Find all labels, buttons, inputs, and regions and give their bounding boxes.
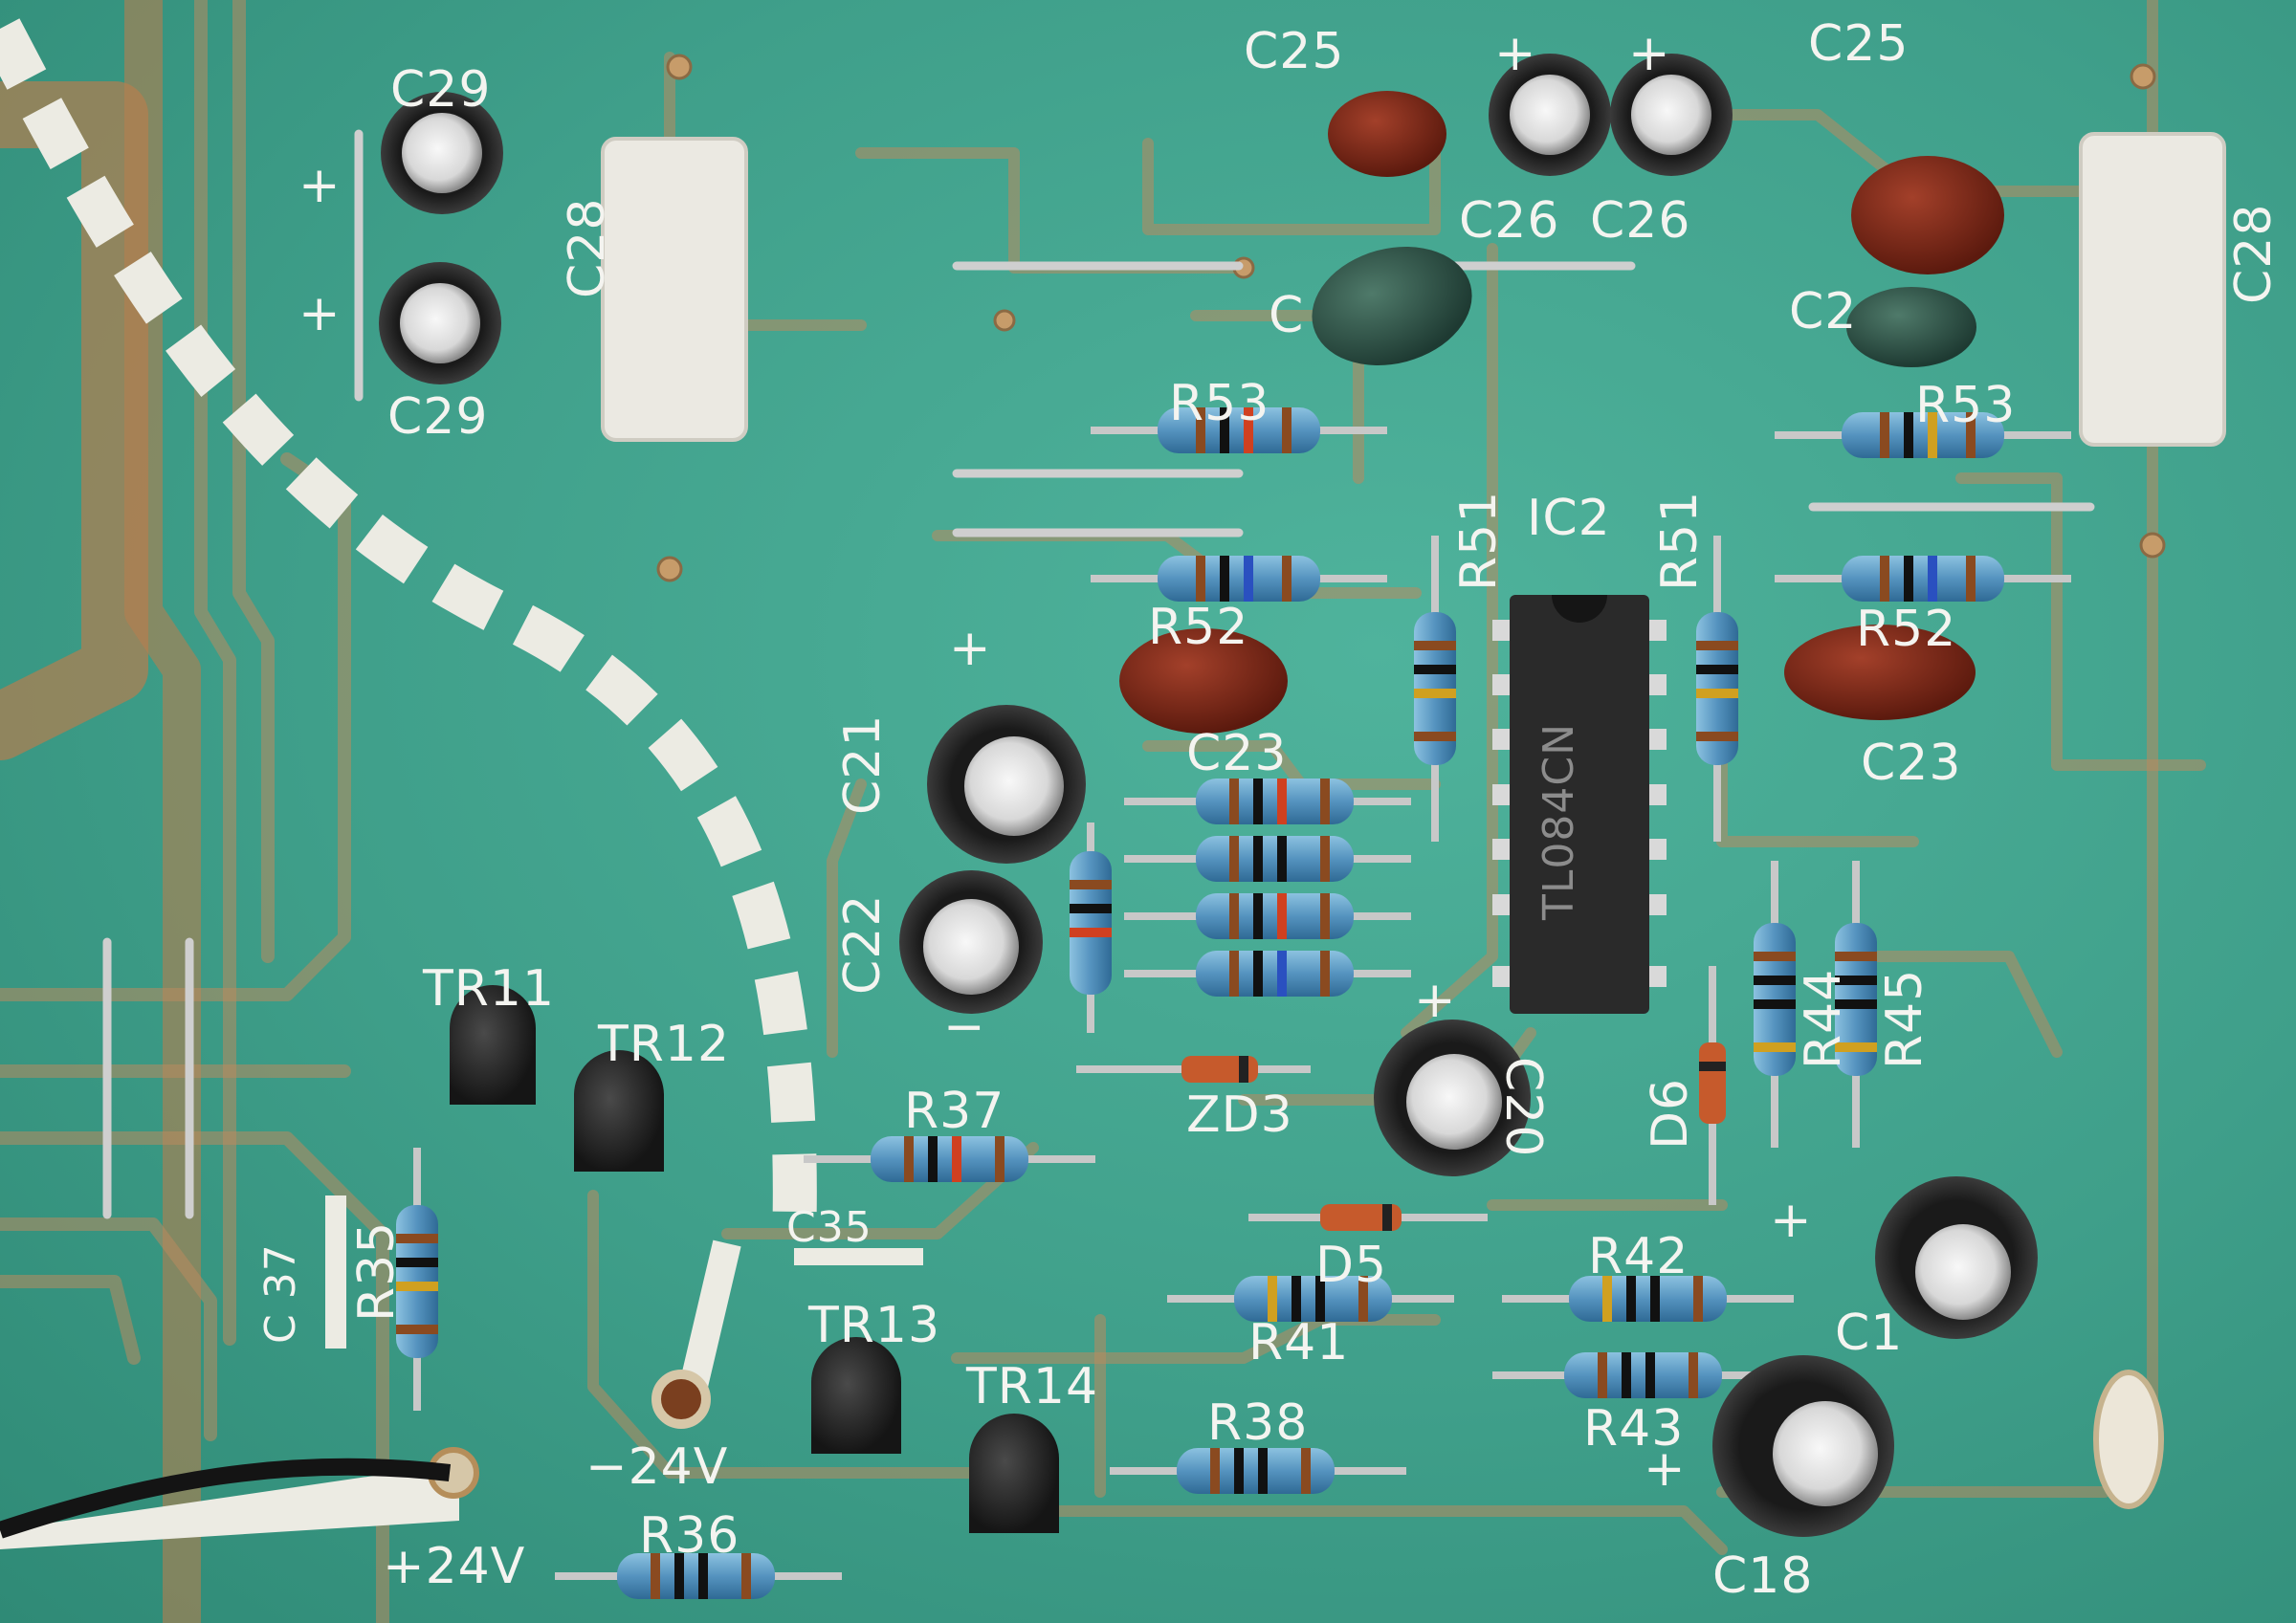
label-plus-c29b: + [298,285,342,342]
label-r38: R38 [1207,1394,1309,1452]
label-c25-right: C25 [1808,15,1910,73]
label-c27-right: C2 [1789,283,1858,340]
label-c22: C22 [834,893,892,995]
label-plus24v: +24V [383,1538,526,1595]
minus24-pad [651,1370,711,1429]
label-c25-left: C25 [1244,23,1345,80]
label-c20: C20 [1494,1057,1552,1158]
c35-outline [794,1248,923,1265]
label-r43: R43 [1583,1400,1685,1458]
label-r53-right: R53 [1915,377,2017,434]
label-plus-c20: + [1414,972,1457,1029]
silkscreen-wedge [0,1463,459,1549]
label-r51-right: R51 [1651,490,1709,591]
label-c29-bottom: C29 [387,388,489,446]
label-c18: C18 [1712,1547,1814,1605]
label-c23-right: C23 [1861,735,1962,792]
label-plus-c19: + [1770,1192,1813,1249]
c25-left-capacitor [1328,91,1446,177]
label-r45: R45 [1876,968,1933,1069]
solder-pads [656,54,2166,582]
label-zd3: ZD3 [1186,1086,1293,1144]
label-minus-c22: − [943,998,986,1056]
label-c26-left: C26 [1459,192,1560,250]
label-c19: C1 [1835,1305,1904,1362]
label-r52-right: R52 [1856,601,1957,658]
label-c21: C21 [834,713,892,815]
label-c35: C35 [786,1203,872,1252]
label-plus-c26a: + [1494,25,1537,82]
label-d5: D5 [1315,1237,1388,1294]
label-minus24v: −24V [585,1438,729,1496]
c27-left-capacitor [1312,247,1472,365]
label-c29-top: C29 [390,61,492,119]
label-r42: R42 [1588,1228,1689,1285]
diodes [1076,966,1726,1231]
label-ic2: IC2 [1527,490,1611,547]
resistors [396,407,2071,1599]
c23-left-capacitor [1119,628,1288,734]
c23-right-capacitor [1784,625,1976,720]
power-wire [0,1458,452,1539]
label-tr13: TR13 [808,1297,941,1354]
electrolytic-capacitors [379,54,2038,1537]
label-c26-right: C26 [1590,192,1691,250]
label-plus-c29a: + [298,157,342,214]
label-plus-c21: + [949,620,992,677]
c37-outline [325,1195,346,1349]
label-tr11: TR11 [423,960,556,1018]
label-r37: R37 [904,1083,1005,1140]
label-plus-c18: + [1644,1440,1687,1498]
label-plus-c26b: + [1628,25,1671,82]
label-tr12: TR12 [598,1016,731,1073]
label-r44: R44 [1795,968,1852,1069]
label-c37: C 37 [256,1243,305,1344]
label-r35: R35 [348,1220,406,1322]
transistors [450,985,1059,1533]
label-c23-left: C23 [1186,725,1288,782]
mounting-hole [2093,1370,2164,1509]
c28-left-capacitor [601,137,748,442]
label-c27-left: C [1269,287,1305,344]
label-c28-left: C28 [559,197,616,298]
c28-right-capacitor [2079,132,2226,447]
label-r51-left: R51 [1450,490,1508,591]
label-r41: R41 [1248,1314,1350,1371]
label-tr14: TR14 [966,1358,1099,1415]
label-r36: R36 [639,1507,740,1565]
ic2-marking: TL084CN [1534,722,1583,920]
label-r52-left: R52 [1148,599,1249,656]
label-d6: D6 [1642,1077,1699,1150]
label-c28-right: C28 [2225,203,2283,304]
ic2-chip [1492,595,1667,1014]
c27-right-capacitor [1846,287,1976,367]
c25-right-capacitor [1851,156,2004,274]
label-r53-left: R53 [1169,375,1270,432]
